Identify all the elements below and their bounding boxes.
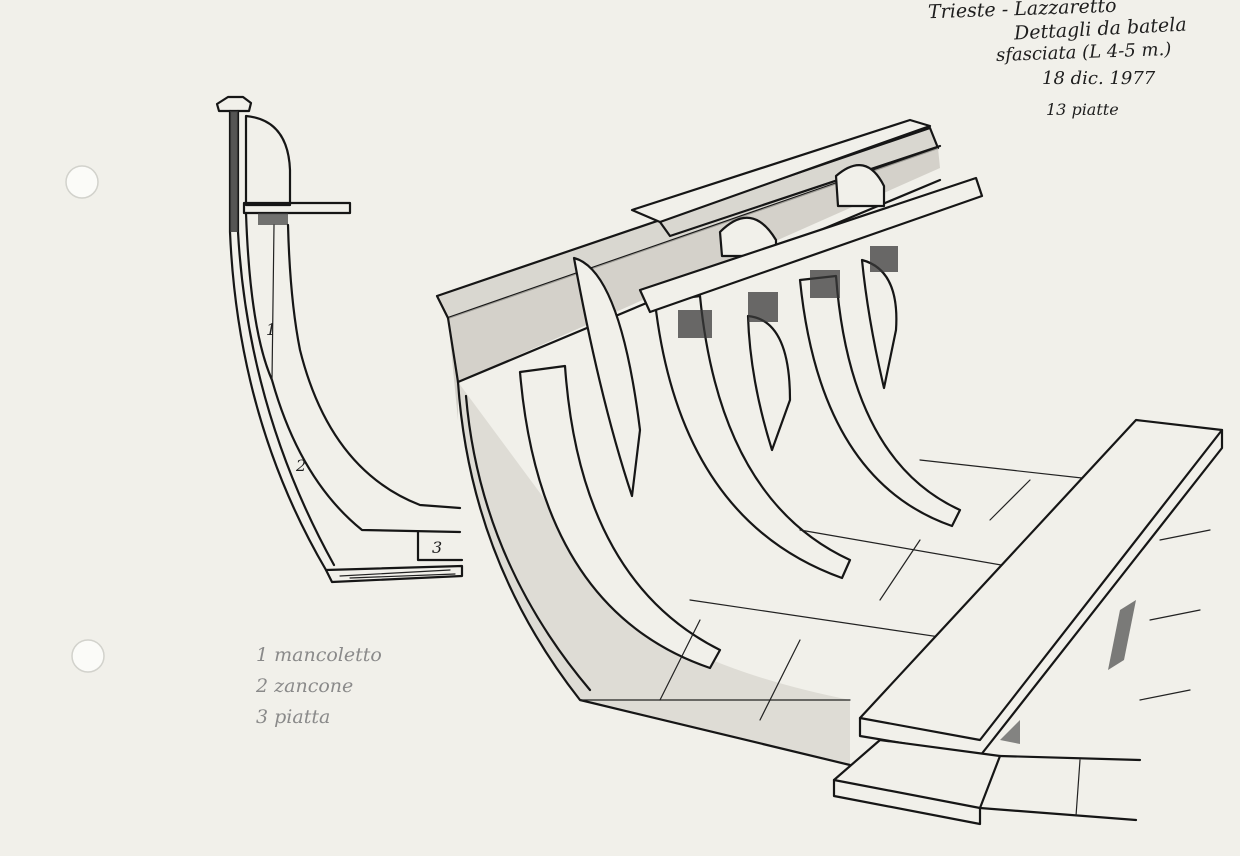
hull-perspective	[435, 118, 1224, 826]
cross-section-detail	[215, 95, 464, 584]
punch-hole-bottom	[71, 639, 105, 673]
section-number-1: 1	[266, 320, 277, 339]
legend-item-2: 2 zancone	[256, 675, 354, 697]
section-number-2: 2	[296, 456, 307, 475]
punch-hole-top	[65, 165, 99, 199]
legend-item-1: 1 mancoletto	[256, 644, 382, 666]
section-number-3: 3	[432, 538, 443, 557]
legend: 1 mancoletto 2 zancone 3 piatta	[256, 646, 382, 727]
annotation-plank-count: 13 piatte	[1046, 100, 1119, 119]
annotation-date: 18 dic. 1977	[1042, 68, 1156, 89]
legend-item-3: 3 piatta	[256, 706, 331, 728]
